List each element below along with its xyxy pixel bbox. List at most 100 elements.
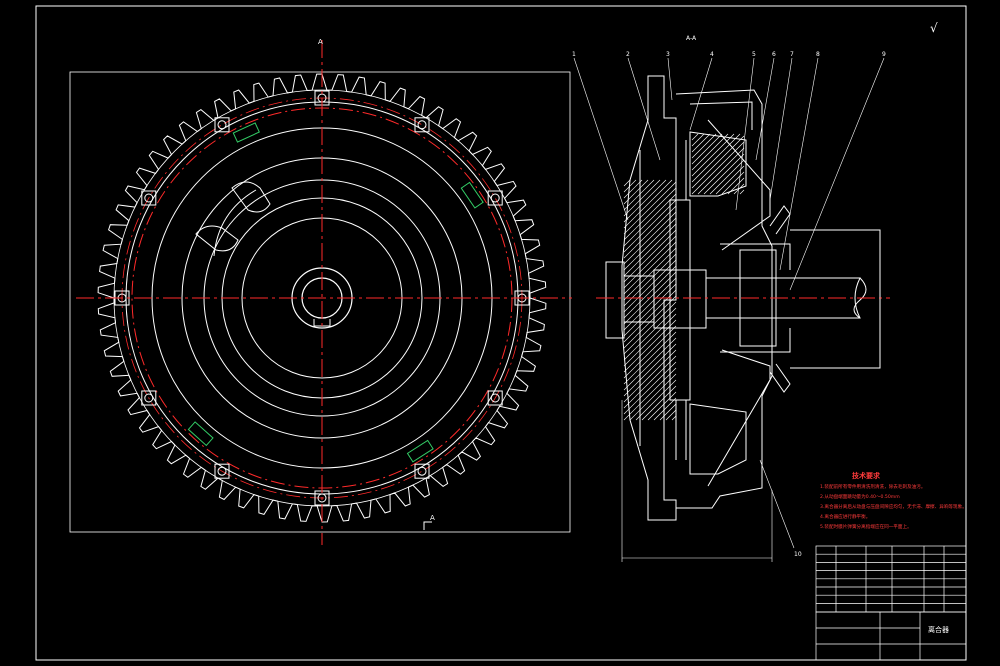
hatch-line [691,133,723,165]
flywheel-section [621,75,677,521]
hatch-line [727,177,745,195]
hatch-line [623,193,677,247]
hatch-line [623,179,637,193]
diaphragm-spring-lower [707,349,771,487]
hatch-line [653,397,677,421]
roughness-symbol: √ [930,21,938,35]
hatch-line [623,211,677,265]
pilot-bearing [605,261,625,339]
hatch-line [691,135,745,189]
hatch-line [691,133,741,183]
hatch-line [697,147,745,195]
note-line-1: 1.装配前所有零件用清洗剂清洗，除去毛刺及油污。 [820,483,925,490]
hatch-line [623,179,655,211]
bearing-housing [790,229,881,369]
note-line-2: 2.从动盘端面跳动量为0.40～0.50mm [820,493,900,500]
release-bearing [720,243,791,353]
hatch-line [623,259,677,313]
hatch-line [623,179,643,199]
shaft-break [853,277,867,319]
disc-lining-upper [675,140,687,200]
hatch-line [623,337,677,391]
leader-line [573,57,629,221]
leader-line [689,57,713,131]
hub-flange [669,199,691,401]
technical-notes: 技术要求 1.装配前所有零件用清洗剂清洗，除去毛刺及油污。 2.从动盘端面跳动量… [820,471,967,530]
parts-list-grid [816,546,966,612]
part-number: 4 [710,51,714,58]
retainer-clips [187,122,484,463]
hatch-line [623,277,677,331]
release-fork [769,205,791,393]
retainer-clip [460,181,484,209]
part-number: 8 [816,51,820,58]
left-view-frame [69,71,571,533]
part-number: 7 [790,51,794,58]
bolt [414,463,430,479]
hub-body [653,269,707,329]
leader-line [735,57,755,211]
bolt [141,390,157,406]
hatch-line [623,217,677,271]
hatch-line [623,289,677,343]
hatch-line [623,331,677,385]
hatch-line [623,349,677,403]
hatch-line [623,235,677,289]
hatch-line [691,133,705,147]
leader-line [769,57,793,201]
leader-line [759,459,795,549]
section-mark-top: A [318,38,323,46]
hatch-line [623,355,677,409]
notes-title: 技术要求 [852,471,881,480]
disc-lining-lower [675,400,687,460]
note-line-5: 5.装配时膜片弹簧分离指端应在同一平面上。 [820,523,912,530]
hatch-line [623,325,677,379]
hatch-line [629,373,677,421]
diaphragm-spring-upper [707,119,771,251]
hatch-line [671,415,677,421]
hatch-line [691,133,735,177]
bolt [414,117,430,133]
hatch-line [623,343,677,397]
bolt [487,390,503,406]
title-block: 离合器 [815,545,967,661]
hatch-line [623,205,677,259]
hatch-line [623,361,677,415]
hatch-line [665,409,677,421]
part-number: 10 [794,551,802,558]
drawing-name: 离合器 [928,625,949,634]
hatch-line [623,265,677,319]
bolt [214,463,230,479]
hatch-line [623,367,677,421]
clutch-cover [675,89,773,509]
section-title: A-A [686,35,697,42]
part-number: 1 [572,51,576,58]
part-number: 2 [626,51,630,58]
bolt-pattern [114,90,530,506]
hatch-line [623,187,677,241]
part-number: 9 [882,51,886,58]
hatch-line [623,247,677,301]
hatch-line [659,403,677,421]
window-arc [213,189,257,257]
pressure-plate-hatching [691,133,745,195]
hatch-line [623,283,677,337]
outer-frame [35,5,967,661]
hatch-line [691,133,717,159]
note-line-4: 4.离合器应进行静平衡。 [820,513,870,520]
retainer-clip [406,439,434,463]
hatch-line [703,153,745,195]
pilot-bearing-inner [623,275,655,323]
pressure-plate-lower [689,403,747,475]
hatch-line [691,133,729,171]
hatch-line [623,179,661,217]
section-view: A-A √ [572,21,938,562]
leader-line [789,57,885,291]
hatch-line [623,301,677,355]
hatch-line [623,179,667,223]
hatch-line [709,159,745,195]
hatch-line [623,223,677,277]
hatch-line [623,241,677,295]
section-mark-bottom: A [430,514,435,522]
